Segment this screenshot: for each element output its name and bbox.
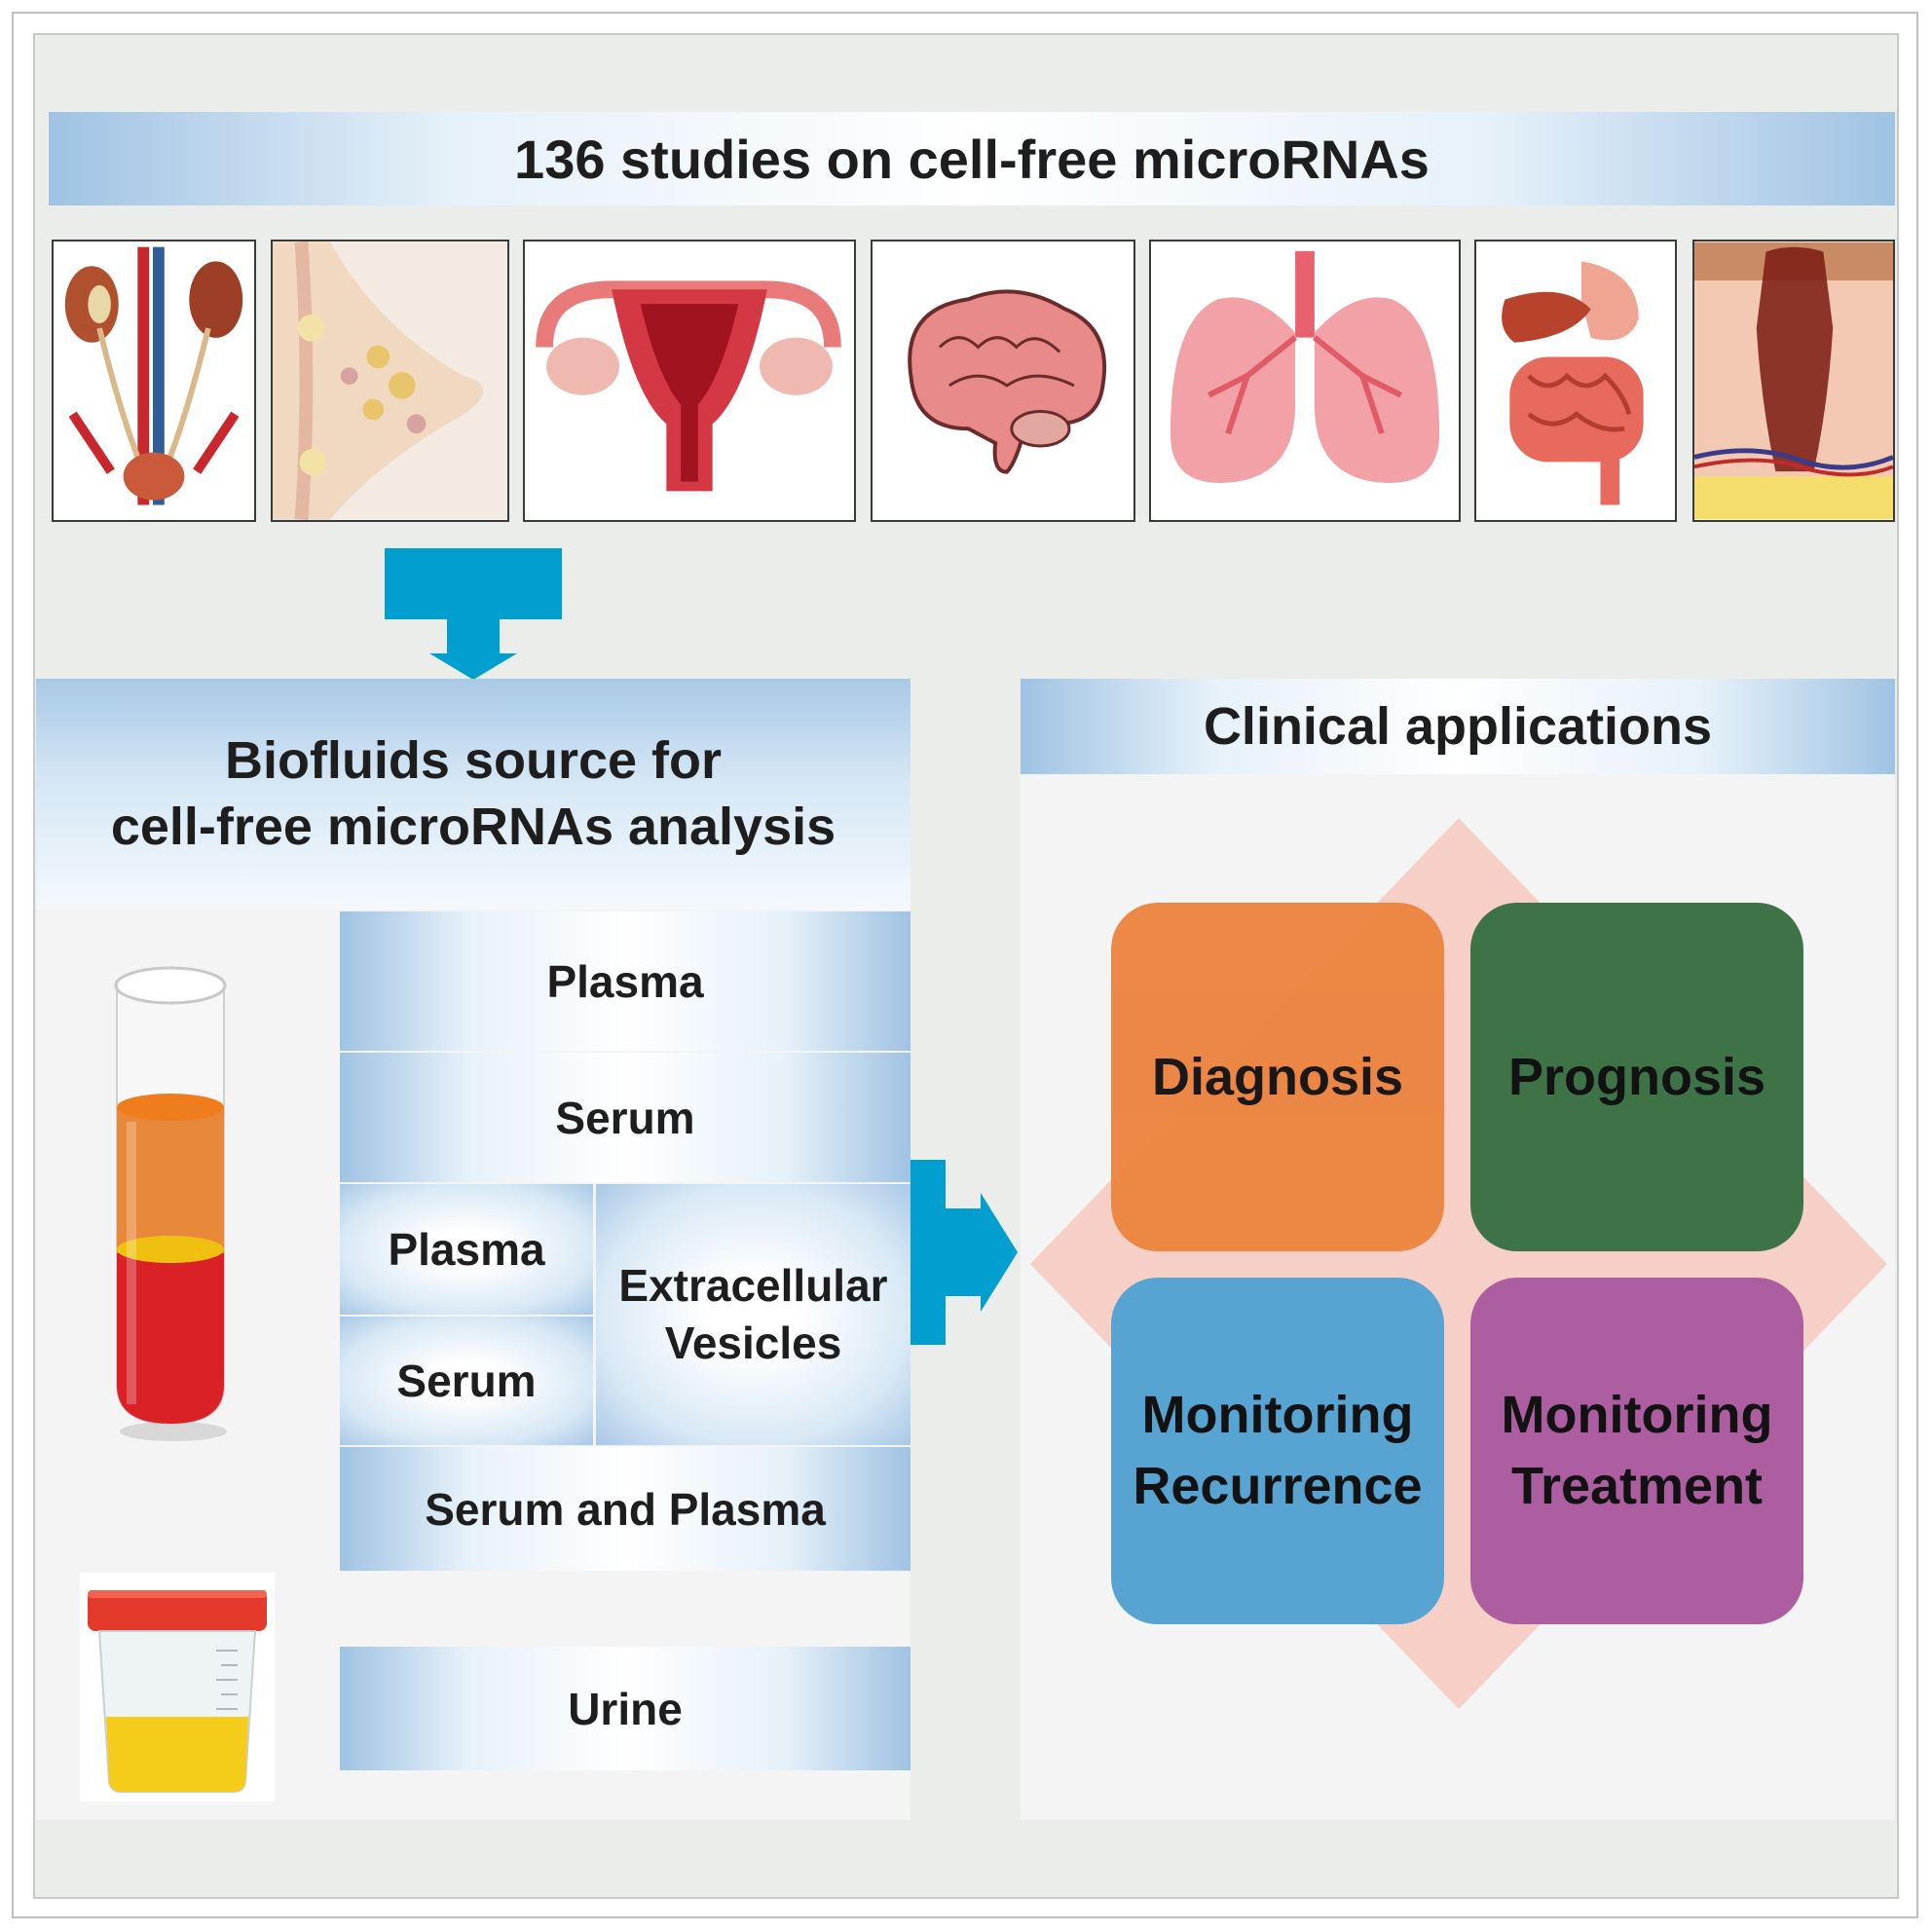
- urine-cup-icon: [80, 1573, 275, 1802]
- biofluid-label: Plasma: [546, 955, 704, 1007]
- biofluid-label: Serum: [555, 1092, 695, 1143]
- tile-label: Monitoring: [1501, 1386, 1773, 1445]
- tile-label: Diagnosis: [1151, 1047, 1404, 1106]
- biofluids-header: Biofluids source for cell-free microRNAs…: [36, 679, 910, 910]
- header-banner: 136 studies on cell-free microRNAs: [49, 112, 1895, 205]
- biofluid-row-urine: Urine: [340, 1647, 910, 1770]
- down-arrow-icon: [385, 548, 562, 680]
- biofluid-row-ev-plasma: Plasma: [340, 1184, 593, 1315]
- breast-icon: [271, 240, 509, 522]
- blood-tube-icon: [114, 966, 227, 1441]
- biofluid-row-serum-plasma: Serum and Plasma: [340, 1447, 910, 1571]
- brain-icon: [871, 240, 1135, 522]
- biofluids-title-line1: Biofluids source for: [224, 731, 723, 790]
- header-title: 136 studies on cell-free microRNAs: [514, 128, 1430, 190]
- biofluid-label: Plasma: [388, 1224, 545, 1275]
- biofluid-row-serum: Serum: [340, 1053, 910, 1182]
- biofluid-row-ev-serum: Serum: [340, 1317, 593, 1445]
- skin-melanoma-icon: [1692, 240, 1895, 522]
- biofluid-extracellular-vesicles: Extracellular Vesicles: [596, 1184, 910, 1445]
- biofluid-label: Vesicles: [664, 1318, 842, 1368]
- tile-label: Monitoring: [1141, 1386, 1414, 1445]
- clinical-header: Clinical applications: [1021, 679, 1895, 774]
- uterus-icon: [523, 240, 856, 522]
- kidney-urinary-icon: [52, 240, 256, 522]
- tile-diagnosis: Diagnosis: [1111, 903, 1444, 1251]
- biofluids-title-line2: cell-free microRNAs analysis: [110, 797, 836, 856]
- biofluid-label: Urine: [568, 1683, 683, 1734]
- tile-label: Treatment: [1510, 1457, 1764, 1515]
- biofluid-label: Serum and Plasma: [425, 1483, 826, 1535]
- lungs-icon: [1149, 240, 1461, 522]
- tile-monitoring-treatment: Monitoring Treatment: [1470, 1278, 1803, 1624]
- tile-prognosis: Prognosis: [1470, 903, 1803, 1251]
- clinical-title: Clinical applications: [1203, 697, 1713, 756]
- biofluid-row-plasma: Plasma: [340, 911, 910, 1051]
- right-arrow-icon: [910, 1160, 1018, 1345]
- tile-label: Prognosis: [1507, 1047, 1766, 1106]
- tile-label: Recurrence: [1133, 1457, 1423, 1515]
- tile-monitoring-recurrence: Monitoring Recurrence: [1111, 1278, 1444, 1624]
- digestive-icon: [1474, 240, 1677, 522]
- biofluid-label: Extracellular: [618, 1260, 888, 1312]
- biofluid-label: Serum: [396, 1356, 537, 1406]
